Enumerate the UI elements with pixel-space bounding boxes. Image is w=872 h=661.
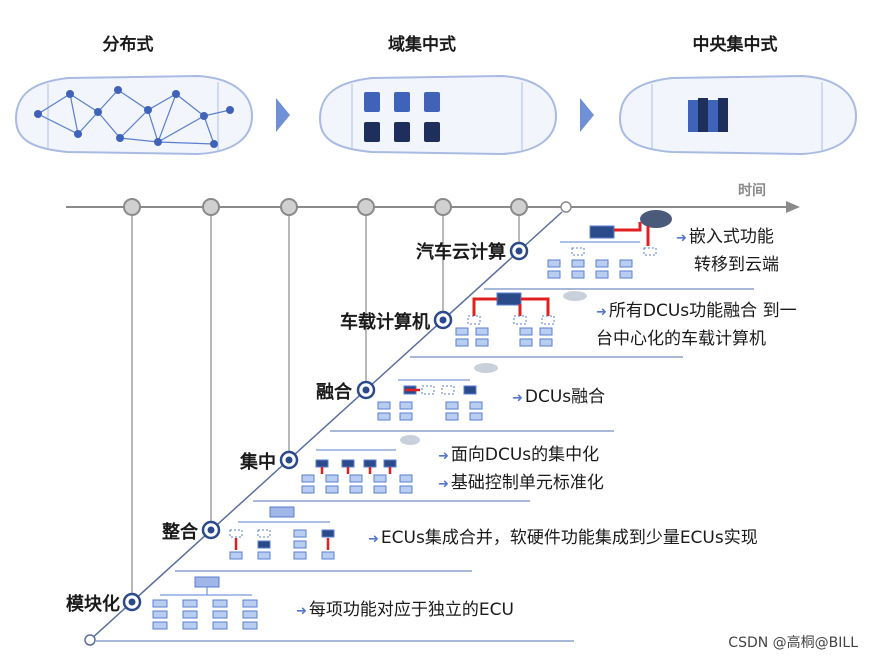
axis-dot-1 bbox=[123, 198, 141, 216]
watermark-text: CSDN @高桐@BILL bbox=[728, 635, 858, 651]
step-label-vehicle-computer: 车载计算机 bbox=[340, 312, 430, 333]
car-domain-image bbox=[318, 74, 558, 156]
stage-title-domain: 域集中式 bbox=[388, 35, 456, 55]
step-desc-integration: ➜ECUs集成合并，软硬件功能集成到少量ECUs实现 bbox=[368, 528, 758, 548]
schematic-modular bbox=[152, 576, 258, 630]
schematic-centralization bbox=[301, 435, 420, 494]
stage-arrow-2 bbox=[580, 98, 594, 132]
evolution-diagonal bbox=[89, 211, 563, 641]
arrow-icon: ➜ bbox=[596, 305, 607, 320]
axis-dot-5 bbox=[434, 198, 452, 216]
step-underline-4 bbox=[330, 430, 614, 432]
step-underline-3 bbox=[253, 500, 530, 502]
schematic-integration bbox=[229, 506, 335, 560]
axis-dot-4 bbox=[357, 198, 375, 216]
stage-title-central: 中央集中式 bbox=[692, 35, 778, 55]
step-desc-vehicle-computer: ➜所有DCUs功能融合 到一 台中心化的车载计算机 bbox=[596, 301, 797, 349]
step-label-cloud-computing: 汽车云计算 bbox=[416, 242, 506, 263]
step-desc-fusion: ➜DCUs融合 bbox=[512, 387, 606, 407]
schematic-cloud-computing bbox=[547, 210, 672, 279]
step-desc-centralization: ➜面向DCUs的集中化 ➜基础控制单元标准化 bbox=[438, 445, 604, 493]
diagonal-start-dot bbox=[84, 634, 96, 646]
step-underline-1 bbox=[96, 640, 574, 642]
time-axis-arrowhead bbox=[786, 201, 800, 213]
car-distributed-image bbox=[14, 74, 254, 156]
step-label-integration: 整合 bbox=[162, 522, 198, 543]
car-central-image bbox=[618, 74, 858, 156]
stage-arrow-1 bbox=[276, 98, 290, 132]
step-label-centralization: 集中 bbox=[240, 452, 276, 473]
schematic-fusion bbox=[377, 363, 498, 421]
axis-dot-2 bbox=[202, 198, 220, 216]
arrow-icon: ➜ bbox=[676, 231, 687, 246]
step-underline-2 bbox=[175, 570, 472, 572]
arrow-icon: ➜ bbox=[438, 477, 449, 492]
step-desc-modular: ➜每项功能对应于独立的ECU bbox=[296, 600, 514, 620]
arrow-icon: ➜ bbox=[438, 449, 449, 464]
step-underline-6 bbox=[484, 288, 754, 290]
time-axis-label: 时间 bbox=[738, 183, 766, 199]
axis-dot-end bbox=[560, 201, 572, 213]
step-underline-5 bbox=[410, 356, 683, 358]
axis-dot-6 bbox=[510, 198, 528, 216]
step-label-modular: 模块化 bbox=[66, 594, 120, 615]
arrow-icon: ➜ bbox=[368, 532, 379, 547]
schematic-vehicle-computer bbox=[455, 291, 587, 347]
axis-dot-3 bbox=[280, 198, 298, 216]
stage-title-distributed: 分布式 bbox=[102, 35, 154, 55]
step-label-fusion: 融合 bbox=[316, 382, 352, 403]
arrow-icon: ➜ bbox=[512, 391, 523, 406]
arrow-icon: ➜ bbox=[296, 604, 307, 619]
step-desc-cloud-computing: ➜嵌入式功能 转移到云端 bbox=[676, 227, 779, 275]
